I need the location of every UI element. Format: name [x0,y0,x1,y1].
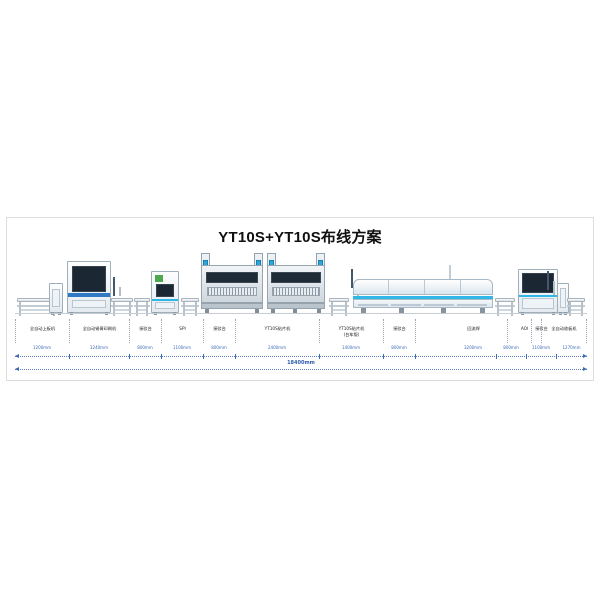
station-graphic-buffer1 [134,294,150,316]
station-label-text: 接驳台 [139,326,152,331]
total-arrow-right [583,367,587,371]
station-graphic-spi [151,271,179,315]
printer-monitor-icon [113,277,126,296]
station-label-text: 全自动上板机 [29,326,56,331]
station-label-text: AOI [520,326,529,331]
floor-line [15,313,587,314]
station-label-text: SPI [179,326,186,331]
total-dimension: 18400mm [15,360,587,376]
dimension-arrow-left [15,354,19,358]
loader-magazine-icon [49,283,63,315]
total-dimension-text: 18400mm [287,360,315,366]
station-label-text: 全自动锡膏印刷机 [82,326,117,331]
dimension-buffer2: 800mm [203,343,235,355]
dimension-aoi: 1100mm [526,343,556,355]
dimension-text: 800mm [503,345,519,350]
station-label-subtext: (台车版) [343,332,360,337]
total-arrow-left [15,367,19,371]
printer-outfeed-conveyor [111,294,133,316]
dimension-text: 1270mm [562,345,581,350]
dimension-text: 1100mm [173,345,191,350]
station-graphic-reflow [353,265,493,313]
station-graphic-printer [67,261,111,315]
station-label-text: 接驳台 [213,326,226,331]
station-label-text: YT10S贴片机 [264,326,291,331]
dimension-loader: 1200mm [15,343,69,355]
station-label-text: 接驳台 [393,326,406,331]
dimension-text: 3200mm [464,345,482,350]
station-graphic-buffer2 [181,294,199,316]
station-label-row-right: AOI 全自动收板机 [15,319,587,343]
station-label-text: 全自动收板机 [551,326,577,331]
dimension-unloader: 1270mm [556,343,587,355]
dimension-text: 1400mm [342,345,360,350]
dimension-mounter1: 2400mm [235,343,319,355]
station-graphic-unloader [567,292,585,316]
station-label-loader: 全自动上板机 [15,319,69,343]
page-title: YT10S+YT10S布线方案 [218,229,382,246]
dimension-text: 2400mm [268,345,286,350]
dimension-buffer3: 800mm [383,343,415,355]
station-label-text: YT10S贴片机 [338,326,365,331]
dimension-rule [15,354,587,359]
dimension-text: 1100mm [532,345,550,350]
dimension-buffer1: 800mm [129,343,161,355]
dimension-spi: 1100mm [161,343,203,355]
dimension-reflow: 3200mm [415,343,531,355]
station-label-reflow: 回流焊 [415,319,531,343]
line-layout-diagram: YT10S+YT10S布线方案 [6,217,594,381]
station-graphic-mounter2 [267,253,325,313]
dimension-text: 800mm [391,345,407,350]
station-label-mounter2: YT10S贴片机 (台车版) [319,319,383,343]
dimension-text: 800mm [137,345,153,350]
station-graphic-buffer3 [329,294,349,316]
machine-illustration-row [15,251,587,316]
station-label-printer: 全自动锡膏印刷机 [69,319,129,343]
station-label-buffer1: 接驳台 [129,319,161,343]
dimension-text: 1240mm [90,345,108,350]
station-graphic-buffer4 [495,294,515,316]
dimension-buffer4-2: 800mm [496,343,526,355]
station-label-aoi-2: AOI [507,319,541,343]
station-label-spi: SPI [161,319,203,343]
dimension-value-row: 1200mm 1240mm 800mm 1100mm 800mm 2400mm … [15,343,587,355]
station-label-buffer2: 接驳台 [203,319,235,343]
station-label-buffer3: 接驳台 [383,319,415,343]
dimension-printer: 1240mm [69,343,129,355]
station-graphic-mounter1 [201,253,263,313]
station-label-unloader: 全自动收板机 [541,319,587,343]
dimension-mounter2: 1400mm [319,343,383,355]
station-label-text: 回流焊 [467,326,480,331]
dimension-text: 1200mm [33,345,51,350]
dimension-text: 800mm [211,345,227,350]
dimension-arrow-right [583,354,587,358]
station-label-mounter1: YT10S贴片机 [235,319,319,343]
aoi-monitor-icon [547,271,561,295]
